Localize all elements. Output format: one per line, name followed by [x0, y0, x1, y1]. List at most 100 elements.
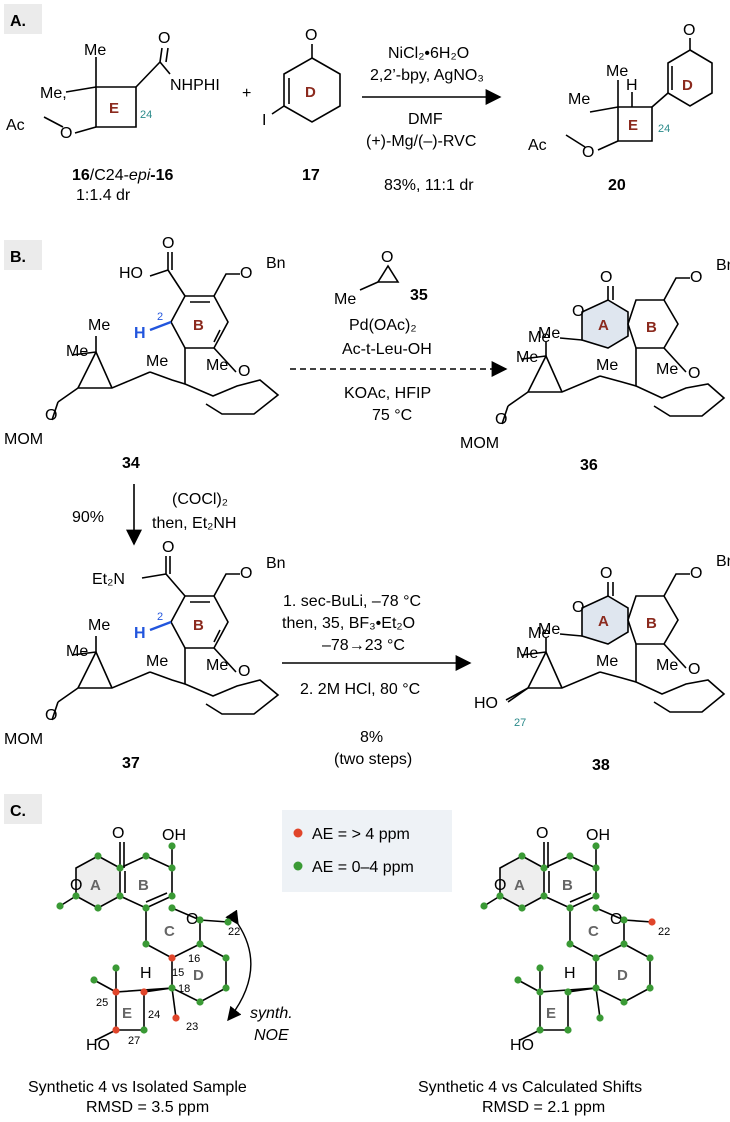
c36-me4: Me	[656, 361, 678, 378]
atom-error-dot	[480, 902, 488, 910]
right-dots	[480, 842, 656, 1034]
atom-error-dot	[112, 964, 120, 972]
sm2-i: I	[262, 112, 266, 129]
product-20: O Me Me H E D 24 Ac O	[528, 22, 713, 161]
atom-error-dot	[196, 940, 204, 948]
down-yield: 90%	[72, 509, 104, 526]
cond-a-2: 2,2’-bpy, AgNO₃	[370, 67, 484, 84]
cond-b1-1: Pd(OAc)₂	[349, 317, 417, 334]
epox-label: 35	[410, 287, 428, 304]
l-n23: 23	[186, 1021, 198, 1033]
c37-me3: Me	[146, 653, 168, 670]
atom-error-dot	[72, 892, 80, 900]
prod-label: 20	[608, 177, 626, 194]
atom-error-dot	[592, 842, 600, 850]
l-caption-1: Synthetic 4 vs Isolated Sample	[28, 1079, 247, 1096]
atom-error-dot	[518, 904, 526, 912]
l-oh: OH	[162, 827, 186, 844]
sm2-ring-d: D	[305, 84, 316, 101]
p20-o2: O	[582, 144, 594, 161]
c37-obn-o: O	[240, 565, 252, 582]
c34-ho: HO	[119, 265, 143, 282]
l-o2: O	[70, 877, 82, 894]
c37-bn: Bn	[266, 555, 286, 572]
c34-o-ring: O	[238, 363, 250, 380]
r-caption-1: Synthetic 4 vs Calculated Shifts	[418, 1079, 642, 1096]
l-noe-2: NOE	[254, 1027, 289, 1044]
c36-o: O	[600, 269, 612, 286]
c36-me2: Me	[516, 349, 538, 366]
atom-error-dot	[540, 864, 548, 872]
atom-error-dot	[168, 954, 176, 962]
c36-bn: Bn	[716, 257, 730, 274]
c38-label: 38	[592, 757, 610, 774]
l-caption-2: RMSD = 3.5 ppm	[86, 1099, 209, 1116]
p20-o: O	[683, 22, 695, 39]
atom-error-dot	[592, 864, 600, 872]
c37-h: H	[134, 625, 146, 642]
structure-right: O OH O O A B C D E H HO 22	[483, 825, 670, 1054]
c38-me1: Me	[538, 621, 560, 638]
p20-ring-e: E	[628, 117, 638, 134]
yield-a: 83%, 11:1 dr	[384, 177, 474, 194]
r-n22: 22	[658, 926, 670, 938]
c34-pos-2: 2	[157, 311, 163, 323]
epoxide-35: O Me 35	[334, 249, 428, 308]
c38-me: Me	[528, 625, 550, 642]
atom-error-dot	[648, 918, 656, 926]
sm1-amide: NHPHI	[170, 77, 220, 94]
sm1-me-left: Me,	[40, 85, 67, 102]
r-ring-b: B	[562, 877, 573, 894]
epox-me: Me	[334, 291, 356, 308]
r-ring-a: A	[514, 877, 525, 894]
atom-error-dot	[90, 976, 98, 984]
sm1-me-top: Me	[84, 42, 106, 59]
l-ring-a: A	[90, 877, 101, 894]
c36-mom: MOM	[460, 435, 499, 452]
c36-me1: Me	[538, 325, 560, 342]
r-h: H	[564, 965, 576, 982]
l-ring-c: C	[164, 923, 175, 940]
c36-o-ring: O	[688, 365, 700, 382]
atom-error-dot	[518, 852, 526, 860]
atom-error-dot	[142, 904, 150, 912]
panel-a-tag: A.	[10, 13, 26, 30]
panel-a-tag-box	[4, 4, 42, 34]
sm1-o: O	[60, 125, 72, 142]
cond-b2-4: 2. 2M HCl, 80 °C	[300, 681, 420, 698]
atom-error-dot	[112, 1026, 120, 1034]
plus-sign: +	[242, 85, 251, 102]
c36-ring-a: A	[598, 317, 609, 334]
atom-error-dot	[142, 940, 150, 948]
c38-ring-a: A	[598, 613, 609, 630]
c37-o: O	[162, 539, 174, 556]
atom-error-dot	[168, 864, 176, 872]
atom-error-dot	[592, 892, 600, 900]
c37-mom: MOM	[4, 731, 43, 748]
c38-ho: HO	[474, 695, 498, 712]
atom-error-dot	[646, 954, 654, 962]
atom-error-dot	[222, 984, 230, 992]
atom-error-dot	[116, 864, 124, 872]
sm1-ac: Ac	[6, 117, 25, 134]
noe-arrow	[225, 909, 252, 1022]
sm1-label: 16/C24-epi-16	[72, 167, 174, 184]
atom-error-dot	[646, 984, 654, 992]
l-ring-e: E	[122, 1005, 132, 1022]
r-oh: OH	[586, 827, 610, 844]
compound-36: O O O Bn A B Me Me Me Me Me O O MOM	[460, 257, 730, 452]
c37-pos-2: 2	[157, 611, 163, 623]
c36-ring-b: B	[646, 319, 657, 336]
sm1-ring-e: E	[109, 100, 119, 117]
c34-me1: Me	[88, 317, 110, 334]
panel-c-tag: C.	[10, 803, 26, 820]
atom-error-dot	[56, 902, 64, 910]
p20-h: H	[626, 77, 638, 94]
atom-error-dot	[94, 852, 102, 860]
r-ring-c: C	[588, 923, 599, 940]
c38-o-ring: O	[688, 661, 700, 678]
cond-b2-3: –78→23 °C	[322, 637, 405, 654]
c36-label: 36	[580, 457, 598, 474]
sm1-carbonyl-o: O	[158, 30, 170, 47]
